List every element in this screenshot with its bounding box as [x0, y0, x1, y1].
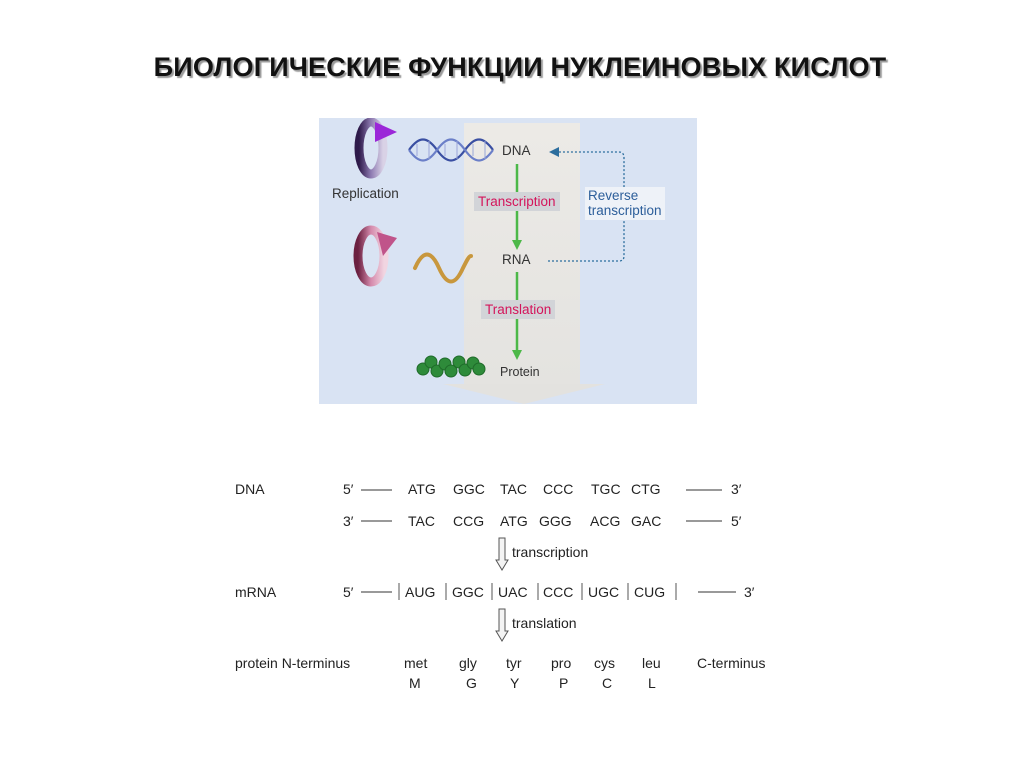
central-dogma-figure: Replication DNA RNA Protein Transcriptio…: [319, 118, 697, 404]
rna-loop-icon: [353, 225, 397, 287]
rna-strand-icon: [413, 252, 473, 284]
amino-acid-1: met: [404, 655, 428, 671]
aa-letter-4: P: [559, 675, 569, 691]
dna-label: DNA: [502, 143, 531, 158]
template-codon-6: GAC: [631, 513, 662, 529]
translation-label: Translation: [481, 300, 556, 319]
aa-letter-2: G: [466, 675, 477, 691]
c-terminus-label: C-terminus: [697, 655, 766, 671]
central-dogma-graphics: [353, 118, 625, 404]
coding-codon-4: CCC: [543, 481, 574, 497]
protein-chain-icon: [416, 355, 486, 378]
coding-codon-3: TAC: [500, 481, 527, 497]
template-5prime: 5′: [731, 513, 742, 529]
amino-acid-3: tyr: [506, 655, 522, 671]
rna-label: RNA: [502, 252, 531, 267]
coding-codon-2: GGC: [453, 481, 485, 497]
replication-label: Replication: [332, 186, 399, 201]
transcription-down-arrow: [495, 537, 509, 571]
seq-dna-label: DNA: [235, 481, 265, 497]
template-codon-2: CCG: [453, 513, 485, 529]
protein-label: Protein: [500, 365, 540, 379]
template-3prime: 3′: [343, 513, 354, 529]
replication-loop-icon: [354, 118, 397, 179]
mrna-codon-3: UAC: [498, 584, 528, 600]
transcription-label: Transcription: [474, 192, 560, 211]
seq-protein-label: protein N-terminus: [235, 655, 351, 671]
mrna-codon-6: CUG: [634, 584, 666, 600]
reverse-transcription-label: Reverse transcription: [585, 187, 665, 220]
coding-codon-6: CTG: [631, 481, 661, 497]
template-codon-4: GGG: [539, 513, 572, 529]
mrna-codon-5: UGC: [588, 584, 620, 600]
template-codon-3: ATG: [500, 513, 528, 529]
template-codon-1: TAC: [408, 513, 435, 529]
flow-column: [443, 123, 605, 404]
mrna-codon-1: AUG: [405, 584, 436, 600]
coding-codon-5: TGC: [591, 481, 621, 497]
mrna-3prime: 3′: [744, 584, 755, 600]
aa-letter-3: Y: [510, 675, 520, 691]
aa-letter-1: M: [409, 675, 421, 691]
coding-3prime: 3′: [731, 481, 742, 497]
aa-letter-5: C: [602, 675, 613, 691]
mrna-5prime: 5′: [343, 584, 354, 600]
amino-acid-6: leu: [642, 655, 661, 671]
aa-letter-6: L: [648, 675, 656, 691]
coding-codon-1: ATG: [408, 481, 436, 497]
mrna-codon-2: GGC: [452, 584, 484, 600]
translation-down-arrow: [495, 608, 509, 642]
mrna-codon-4: CCC: [543, 584, 574, 600]
amino-acid-5: cys: [594, 655, 615, 671]
reverse-label-line2: transcription: [588, 203, 662, 218]
reverse-transcription-arrow: [548, 147, 625, 262]
page-title: БИОЛОГИЧЕСКИЕ ФУНКЦИИ НУКЛЕИНОВЫХ КИСЛОТ: [153, 52, 887, 82]
seq-mrna-label: mRNA: [235, 584, 277, 600]
step-transcription-label: transcription: [512, 544, 589, 560]
dna-helix-icon: [408, 138, 494, 162]
reverse-label-line1: Reverse: [588, 188, 639, 203]
step-translation-label: translation: [512, 615, 577, 631]
coding-5prime: 5′: [343, 481, 354, 497]
amino-acid-4: pro: [551, 655, 572, 671]
template-codon-5: ACG: [590, 513, 621, 529]
amino-acid-2: gly: [459, 655, 477, 671]
